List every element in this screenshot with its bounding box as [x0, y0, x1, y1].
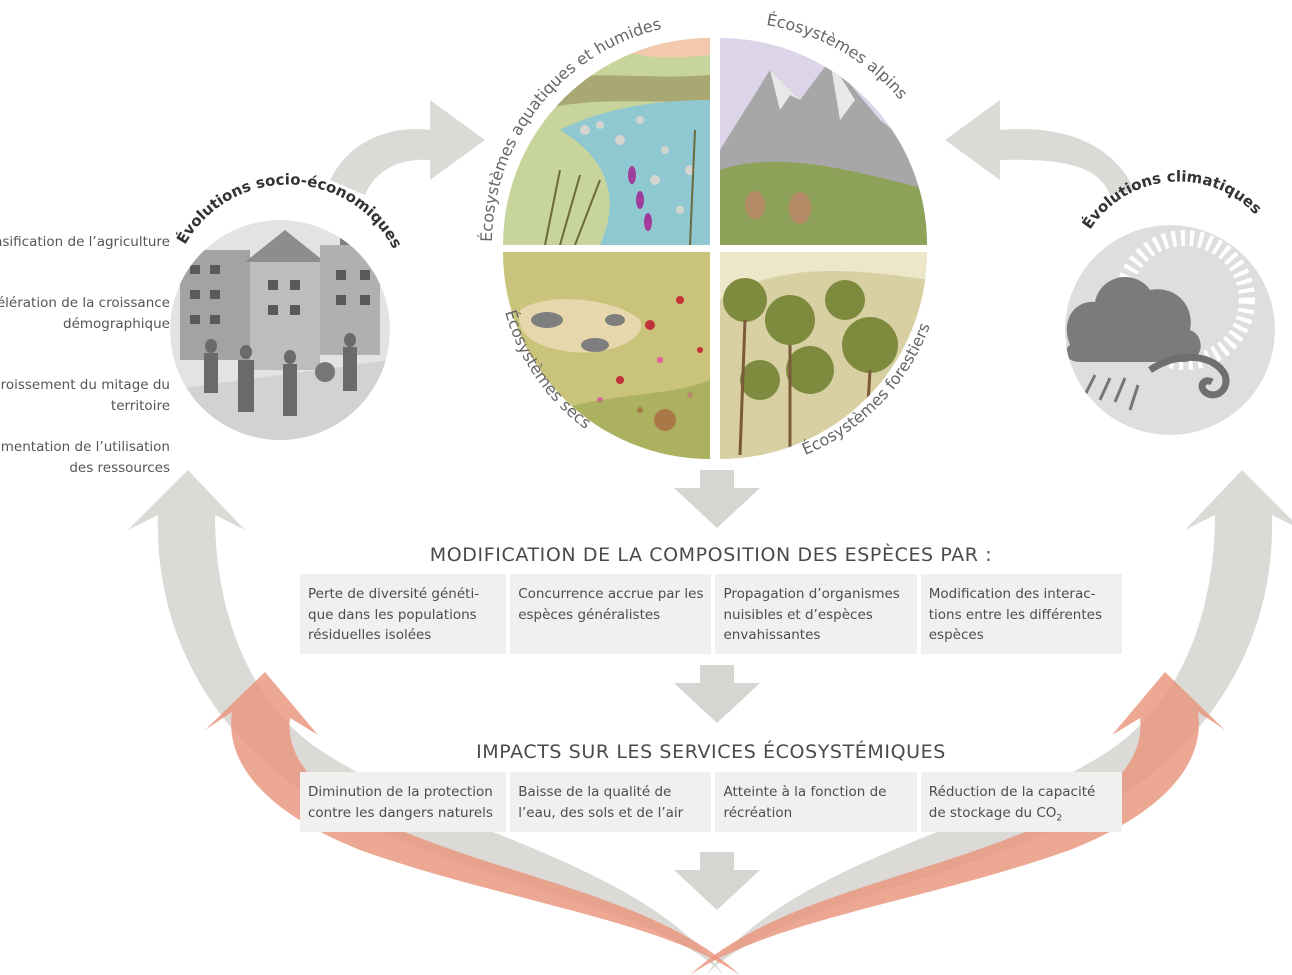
- socio-economic-illustration: [170, 220, 390, 440]
- composition-card-interactions: Modification des interac-tions entre les…: [920, 574, 1123, 654]
- services-card-quality: Baisse de la qualité de l’eau, des sols …: [510, 772, 712, 832]
- services-card-co2: Réduction de la capacité de stockage du …: [920, 772, 1123, 832]
- co2-text: Réduction de la capacité de stockage du …: [928, 784, 1096, 821]
- down-arrow-1: [674, 470, 760, 528]
- composition-title: MODIFICATION DE LA COMPOSITION DES ESPÈC…: [429, 544, 993, 566]
- down-arrow-3: [674, 852, 760, 910]
- socio-item-urban-sprawl: Accroissement du mitage du territoire: [0, 377, 170, 414]
- climate-to-ecosystems-arrow: [945, 100, 1135, 195]
- ecosystem-dry-quadrant: [503, 252, 710, 459]
- composition-card-invasive: Propagation d’organismes nuisibles et d’…: [715, 574, 917, 654]
- down-arrow-2: [674, 665, 760, 723]
- socio-item-demography: Accélération de la croissance démographi…: [0, 295, 170, 332]
- co2-subscript: 2: [1056, 813, 1063, 824]
- socio-item-resources: Augmentation de l’utilisation des ressou…: [0, 439, 170, 476]
- composition-card-genetic: Perte de diversité généti-que dans les p…: [300, 574, 507, 654]
- socio-item-agriculture: Intensification de l’agriculture: [0, 234, 170, 250]
- composition-card-competition: Concurrence accrue par les espèces génér…: [510, 574, 712, 654]
- ecosystem-alpine-quadrant: [720, 38, 927, 245]
- services-card-recreation: Atteinte à la fonction de récréation: [715, 772, 917, 832]
- services-card-protection: Diminution de la protection contre les d…: [300, 772, 507, 832]
- services-title: IMPACTS SUR LES SERVICES ÉCOSYSTÉMIQUES: [476, 741, 946, 763]
- services-cards: Diminution de la protection contre les d…: [300, 772, 1123, 832]
- composition-cards: Perte de diversité généti-que dans les p…: [300, 574, 1123, 654]
- socio-to-ecosystems-arrow: [330, 100, 485, 195]
- ecosystem-aquatic-quadrant: [503, 38, 710, 245]
- climate-illustration: [1065, 225, 1275, 435]
